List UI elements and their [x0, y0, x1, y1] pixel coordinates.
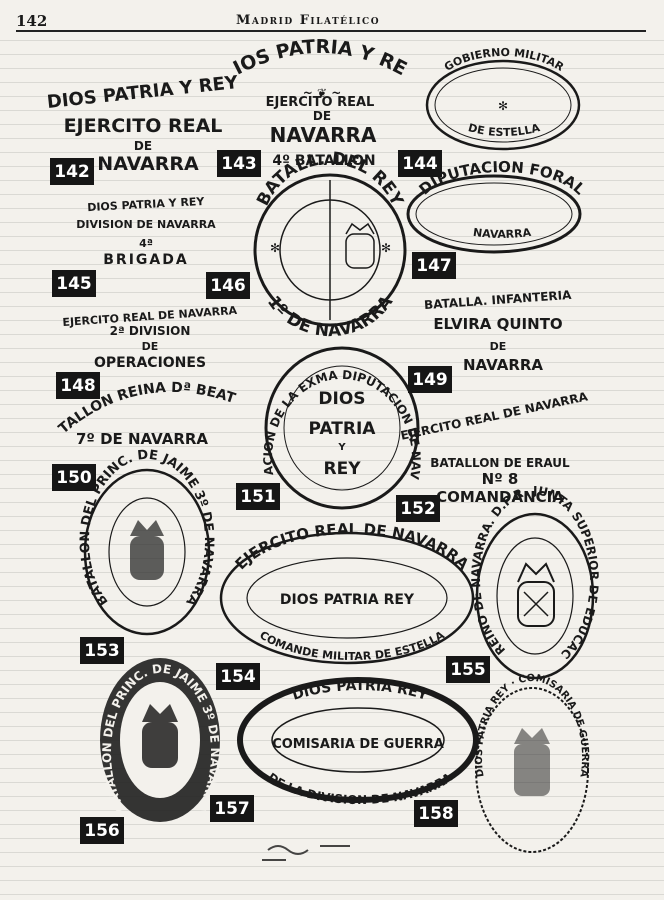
- stamp-149-line4: NAVARRA: [463, 356, 543, 374]
- page-number: 142: [16, 12, 48, 30]
- stamp-150-line2: 7º DE NAVARRA: [76, 430, 208, 448]
- stamp-157: DIOS PATRIA REY DE LA DIVISION DE NAVARR…: [237, 677, 479, 807]
- stamp-145-line4: BRIGADA: [103, 252, 188, 268]
- svg-text:✻: ✻: [381, 241, 391, 255]
- stamp-144: GOBIERNO MILITAR DE ESTELLA ✻: [425, 46, 581, 151]
- label-154: 154: [216, 663, 260, 690]
- stamp-145-line1: DIOS PATRIA Y REY: [87, 195, 206, 214]
- stamp-148-line2: 2ª DIVISION: [110, 324, 191, 338]
- stamp-143-arc: DIOS PATRIA Y REY: [0, 0, 410, 80]
- label-149: 149: [408, 366, 452, 393]
- stamp-142-line3: DE: [134, 139, 152, 153]
- label-148: 148: [56, 372, 100, 399]
- stamp-143-line2: DE: [313, 109, 331, 123]
- stamp-142-line2: EJERCITO REAL: [64, 115, 223, 137]
- page-header: 142 Madrid Filatélico: [0, 0, 664, 40]
- label-157: 157: [210, 795, 254, 822]
- stamp-142-line1: DIOS PATRIA Y REY: [46, 72, 240, 113]
- stamp-149-line3: DE: [490, 340, 507, 353]
- stamp-142-line4: NAVARRA: [97, 153, 199, 175]
- label-151: 151: [236, 483, 280, 510]
- bottom-scribble: [262, 845, 350, 861]
- label-153: 153: [80, 637, 124, 664]
- label-144: 144: [398, 150, 442, 177]
- stamp-151-line4: REY: [323, 459, 361, 479]
- stamp-151-arc: DIPUTACION DE LA EXMA DIPUTACION DE NAVA…: [0, 0, 423, 481]
- stamp-157-line1: COMISARIA DE GUERRA: [272, 737, 444, 752]
- svg-text:~ ❦ ~: ~ ❦ ~: [303, 86, 342, 100]
- stamp-152-line1: EJERCITO REAL DE NAVARRA: [399, 389, 589, 443]
- stamp-148-line3: DE: [142, 340, 159, 353]
- stamp-152-line4: COMANDANCIA: [436, 488, 564, 506]
- stamp-151-line2: PATRIA: [309, 419, 377, 439]
- svg-text:✻: ✻: [270, 241, 280, 255]
- stamp-148: EJERCITO REAL DE NAVARRA 2ª DIVISION DE …: [62, 304, 238, 371]
- stamp-148-line4: OPERACIONES: [94, 355, 206, 371]
- label-152: 152: [396, 495, 440, 522]
- stamp-147-arc-bottom: NAVARRA: [472, 226, 532, 241]
- stamp-146: BATALL. DEL REY 1º DE NAVARRA ✻ ✻: [253, 149, 407, 341]
- label-146: 146: [206, 272, 250, 299]
- stamp-145-line3: 4ª: [139, 237, 153, 250]
- label-158: 158: [414, 800, 458, 827]
- stamp-153-arc: BATALLON DEL PRINC. DE JAIME 3º DE NAVAR…: [78, 448, 216, 609]
- stamp-151-line1: DIOS: [318, 389, 365, 409]
- stamp-145-line2: DIVISION DE NAVARRA: [76, 218, 216, 231]
- stamp-154: EJERCITO REAL DE NAVARRA COMANDE MILITAR…: [219, 520, 475, 665]
- stamp-151-line3: Y: [337, 442, 346, 453]
- stamp-144-arc-bottom: DE ESTELLA: [467, 121, 542, 139]
- stamp-156: BATALLON DEL PRINC. DE JAIME 3º DE NAVAR…: [100, 658, 222, 822]
- stamp-154-arc-top: EJERCITO REAL DE NAVARRA: [232, 520, 473, 574]
- label-150: 150: [52, 464, 96, 491]
- stamp-145: DIOS PATRIA Y REY DIVISION DE NAVARRA 4ª…: [76, 195, 216, 268]
- header-rule: [16, 30, 646, 32]
- stamp-143-line4: 4º BATALLON: [272, 153, 375, 169]
- stamp-152-line2: BATALLON DE ERAUL: [430, 456, 570, 470]
- label-147: 147: [412, 252, 456, 279]
- stamp-154-center: DIOS PATRIA REY: [280, 592, 415, 608]
- stamp-154-arc-bottom: COMANDE MILITAR DE ESTELLA: [257, 628, 447, 663]
- stamp-152-line3: Nº 8: [482, 470, 519, 488]
- label-155: 155: [446, 656, 490, 683]
- stamp-158: DIOS PATRIA REY · COMISARIA DE GUERRA: [474, 673, 590, 853]
- label-142: 142: [50, 158, 94, 185]
- label-143: 143: [217, 150, 261, 177]
- svg-text:✻: ✻: [498, 99, 508, 113]
- stamp-153: BATALLON DEL PRINC. DE JAIME 3º DE NAVAR…: [78, 448, 216, 636]
- stamp-149-line1: BATALLA. INFANTERIA: [424, 288, 573, 312]
- stamp-149-line2: ELVIRA QUINTO: [433, 315, 562, 333]
- page-title: Madrid Filatélico: [236, 13, 381, 28]
- label-156: 156: [80, 817, 124, 844]
- label-145: 145: [52, 270, 96, 297]
- stamp-149: BATALLA. INFANTERIA ELVIRA QUINTO DE NAV…: [424, 288, 573, 374]
- stamp-143-line3: NAVARRA: [270, 123, 377, 147]
- stamp-143-line1: EJERCITO REAL: [266, 95, 375, 110]
- stamp-152: EJERCITO REAL DE NAVARRA BATALLON DE ERA…: [399, 389, 589, 506]
